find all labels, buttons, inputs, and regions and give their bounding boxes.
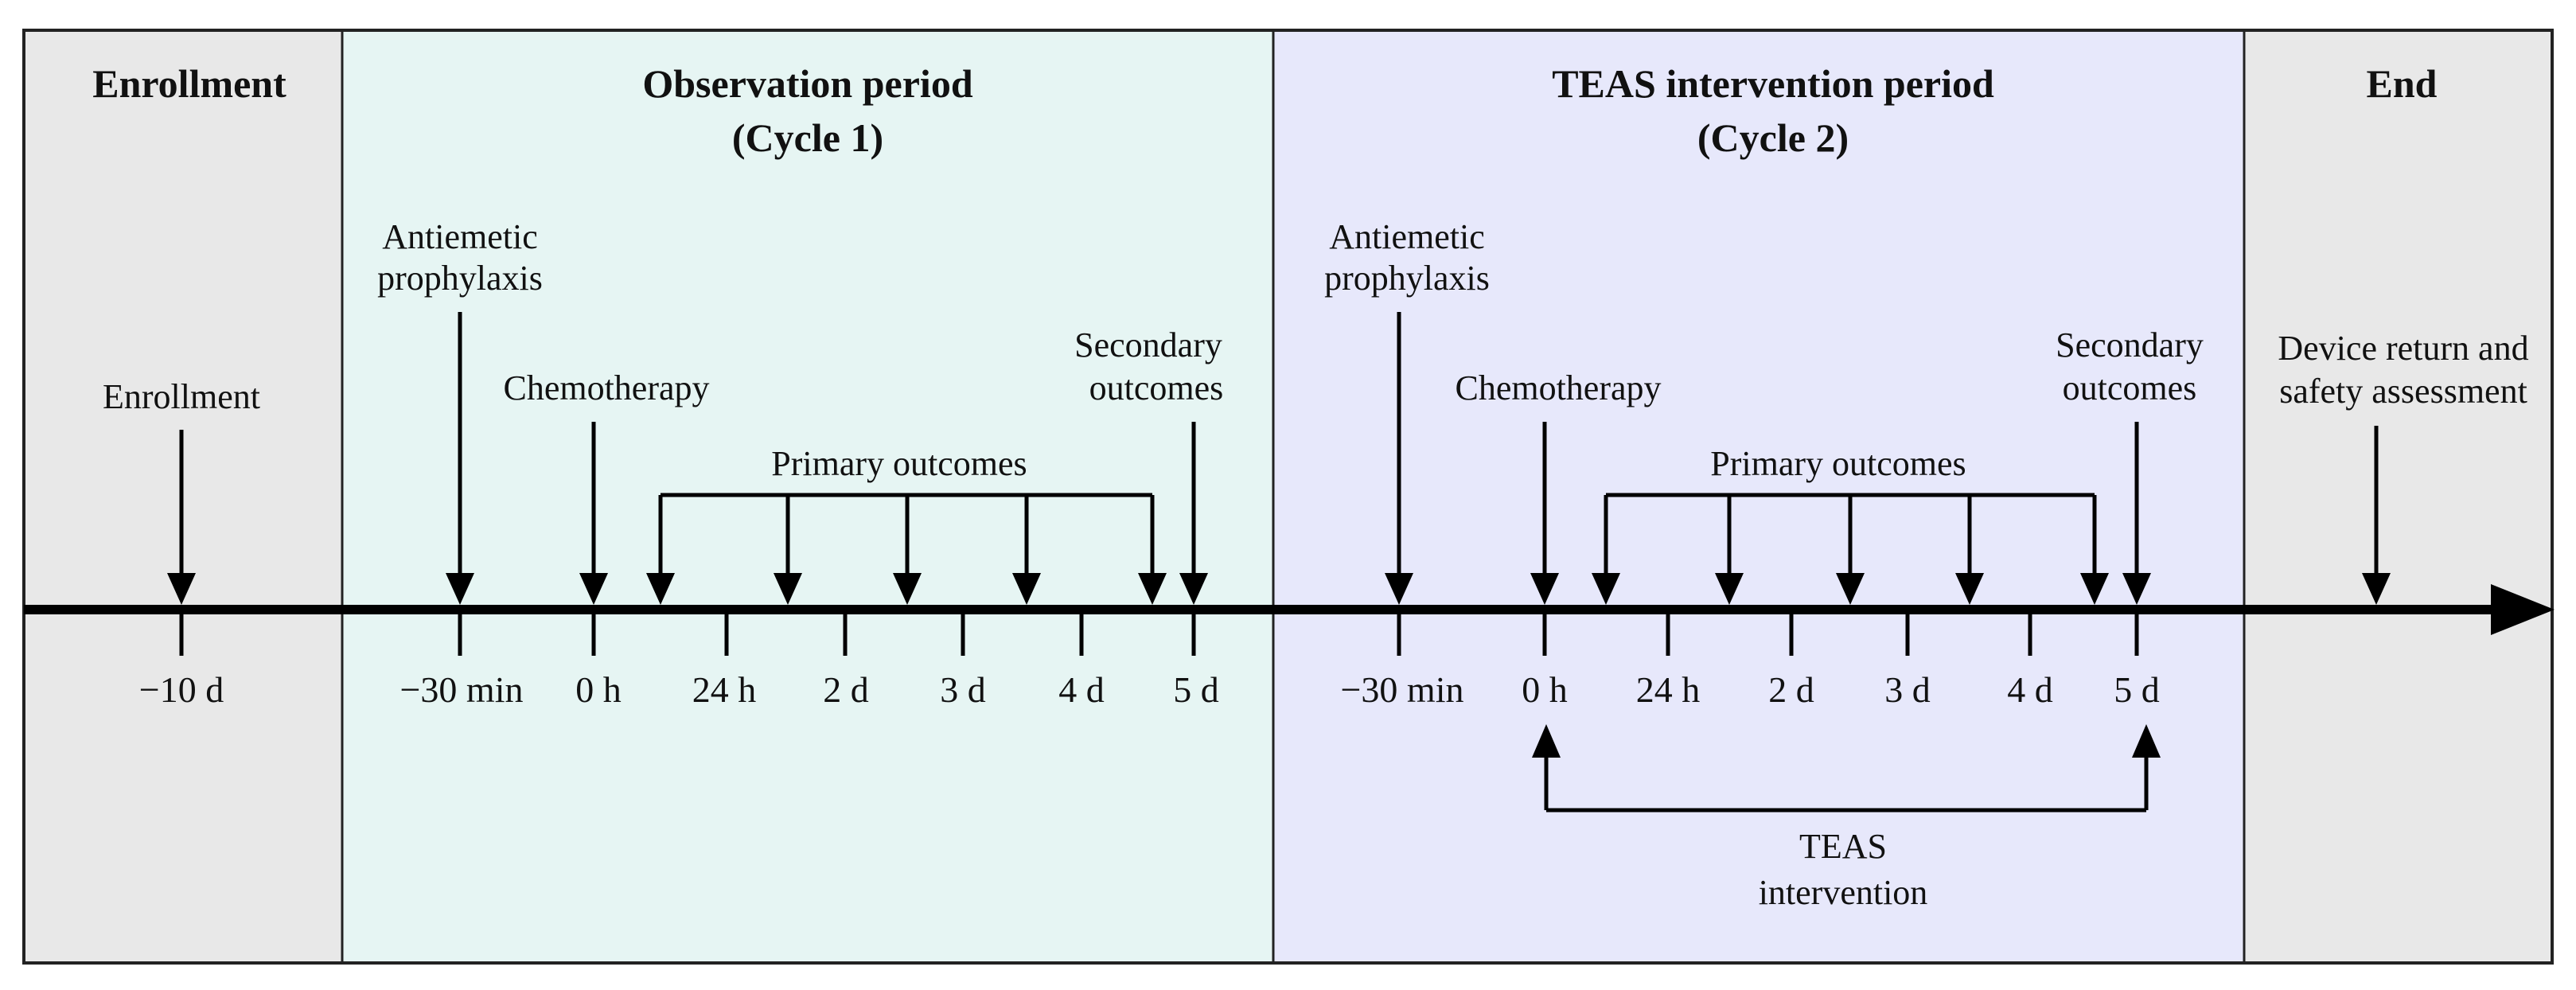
c1-primary-outcomes-label: Primary outcomes (771, 444, 1027, 483)
c2-primary-arrowhead-3 (1836, 573, 1865, 605)
intervention-header-line1: TEAS intervention period (1552, 61, 1994, 106)
device-return-label-line2: safety assessment (2279, 372, 2527, 411)
c2-antiemetic-arrowhead (1385, 573, 1413, 605)
observation-header-line2: (Cycle 1) (732, 115, 883, 160)
tick-label-c1-3: 2 d (823, 669, 869, 710)
tick-label-c1-5: 4 d (1058, 669, 1105, 710)
c2-chemo-arrowhead (1530, 573, 1559, 605)
tick-label-c1-0: −30 min (399, 669, 523, 710)
c1-chemo-arrowhead (579, 573, 608, 605)
device-return-arrowhead (2362, 573, 2391, 605)
enrollment-header: Enrollment (92, 61, 286, 106)
c1-secondary-label-line1: Secondary (1074, 325, 1222, 364)
c2-primary-outcomes-label: Primary outcomes (1710, 444, 1966, 483)
c1-primary-arrowhead-1 (646, 573, 675, 605)
c1-primary-arrowhead-5 (1138, 573, 1167, 605)
tick-label-c1-2: 24 h (692, 669, 757, 710)
c2-primary-arrowhead-5 (2080, 573, 2109, 605)
tick-label-c2-2: 24 h (1636, 669, 1701, 710)
c1-antiemetic-label-line2: prophylaxis (377, 259, 543, 298)
c1-secondary-label-line2: outcomes (1089, 368, 1224, 407)
c1-primary-arrowhead-4 (1012, 573, 1041, 605)
enrollment-arrowhead (167, 573, 196, 605)
observation-header-line1: Observation period (642, 61, 972, 106)
c2-antiemetic-label-line1: Antiemetic (1329, 217, 1485, 256)
c1-antiemetic-label-line1: Antiemetic (382, 217, 538, 256)
c2-primary-arrowhead-4 (1955, 573, 1984, 605)
c2-primary-arrowhead-1 (1592, 573, 1620, 605)
c2-secondary-label-line1: Secondary (2056, 325, 2204, 364)
c2-chemotherapy-label: Chemotherapy (1455, 368, 1661, 407)
tick-label-c2-3: 2 d (1768, 669, 1814, 710)
c2-antiemetic-label-line2: prophylaxis (1324, 259, 1490, 298)
outer-border (22, 29, 2554, 965)
teas-right-arrowhead (2132, 724, 2161, 758)
tick-label-c2-0: −30 min (1340, 669, 1463, 710)
tick-label-enroll: −10 d (139, 669, 224, 710)
tick-label-c1-6: 5 d (1173, 669, 1219, 710)
device-return-label-line1: Device return and (2278, 329, 2528, 368)
c1-primary-arrowhead-3 (893, 573, 922, 605)
timeline-arrowhead (2491, 584, 2555, 635)
enrollment-event-label: Enrollment (103, 377, 260, 416)
c2-secondary-label-line2: outcomes (2063, 368, 2197, 407)
c2-primary-arrowhead-2 (1715, 573, 1744, 605)
event-arrows (167, 312, 2391, 605)
tick-marks (179, 610, 2139, 656)
tick-label-c1-4: 3 d (940, 669, 986, 710)
c1-primary-arrowhead-2 (774, 573, 802, 605)
end-panel (2244, 30, 2552, 963)
teas-intervention-label-line2: intervention (1759, 873, 1928, 912)
intervention-header-line2: (Cycle 2) (1697, 115, 1849, 160)
teas-intervention-label-line1: TEAS (1799, 827, 1887, 866)
tick-label-c1-1: 0 h (575, 669, 622, 710)
tick-label-c2-4: 3 d (1884, 669, 1931, 710)
c1-secondary-arrowhead (1179, 573, 1208, 605)
tick-label-c2-5: 4 d (2007, 669, 2053, 710)
end-header: End (2367, 61, 2438, 106)
tick-label-c2-6: 5 d (2114, 669, 2160, 710)
tick-label-c2-1: 0 h (1522, 669, 1568, 710)
c1-chemotherapy-label: Chemotherapy (503, 368, 709, 407)
c2-secondary-arrowhead (2122, 573, 2151, 605)
teas-bracket (1532, 724, 2161, 813)
c1-antiemetic-arrowhead (446, 573, 474, 605)
teas-left-arrowhead (1532, 724, 1561, 758)
